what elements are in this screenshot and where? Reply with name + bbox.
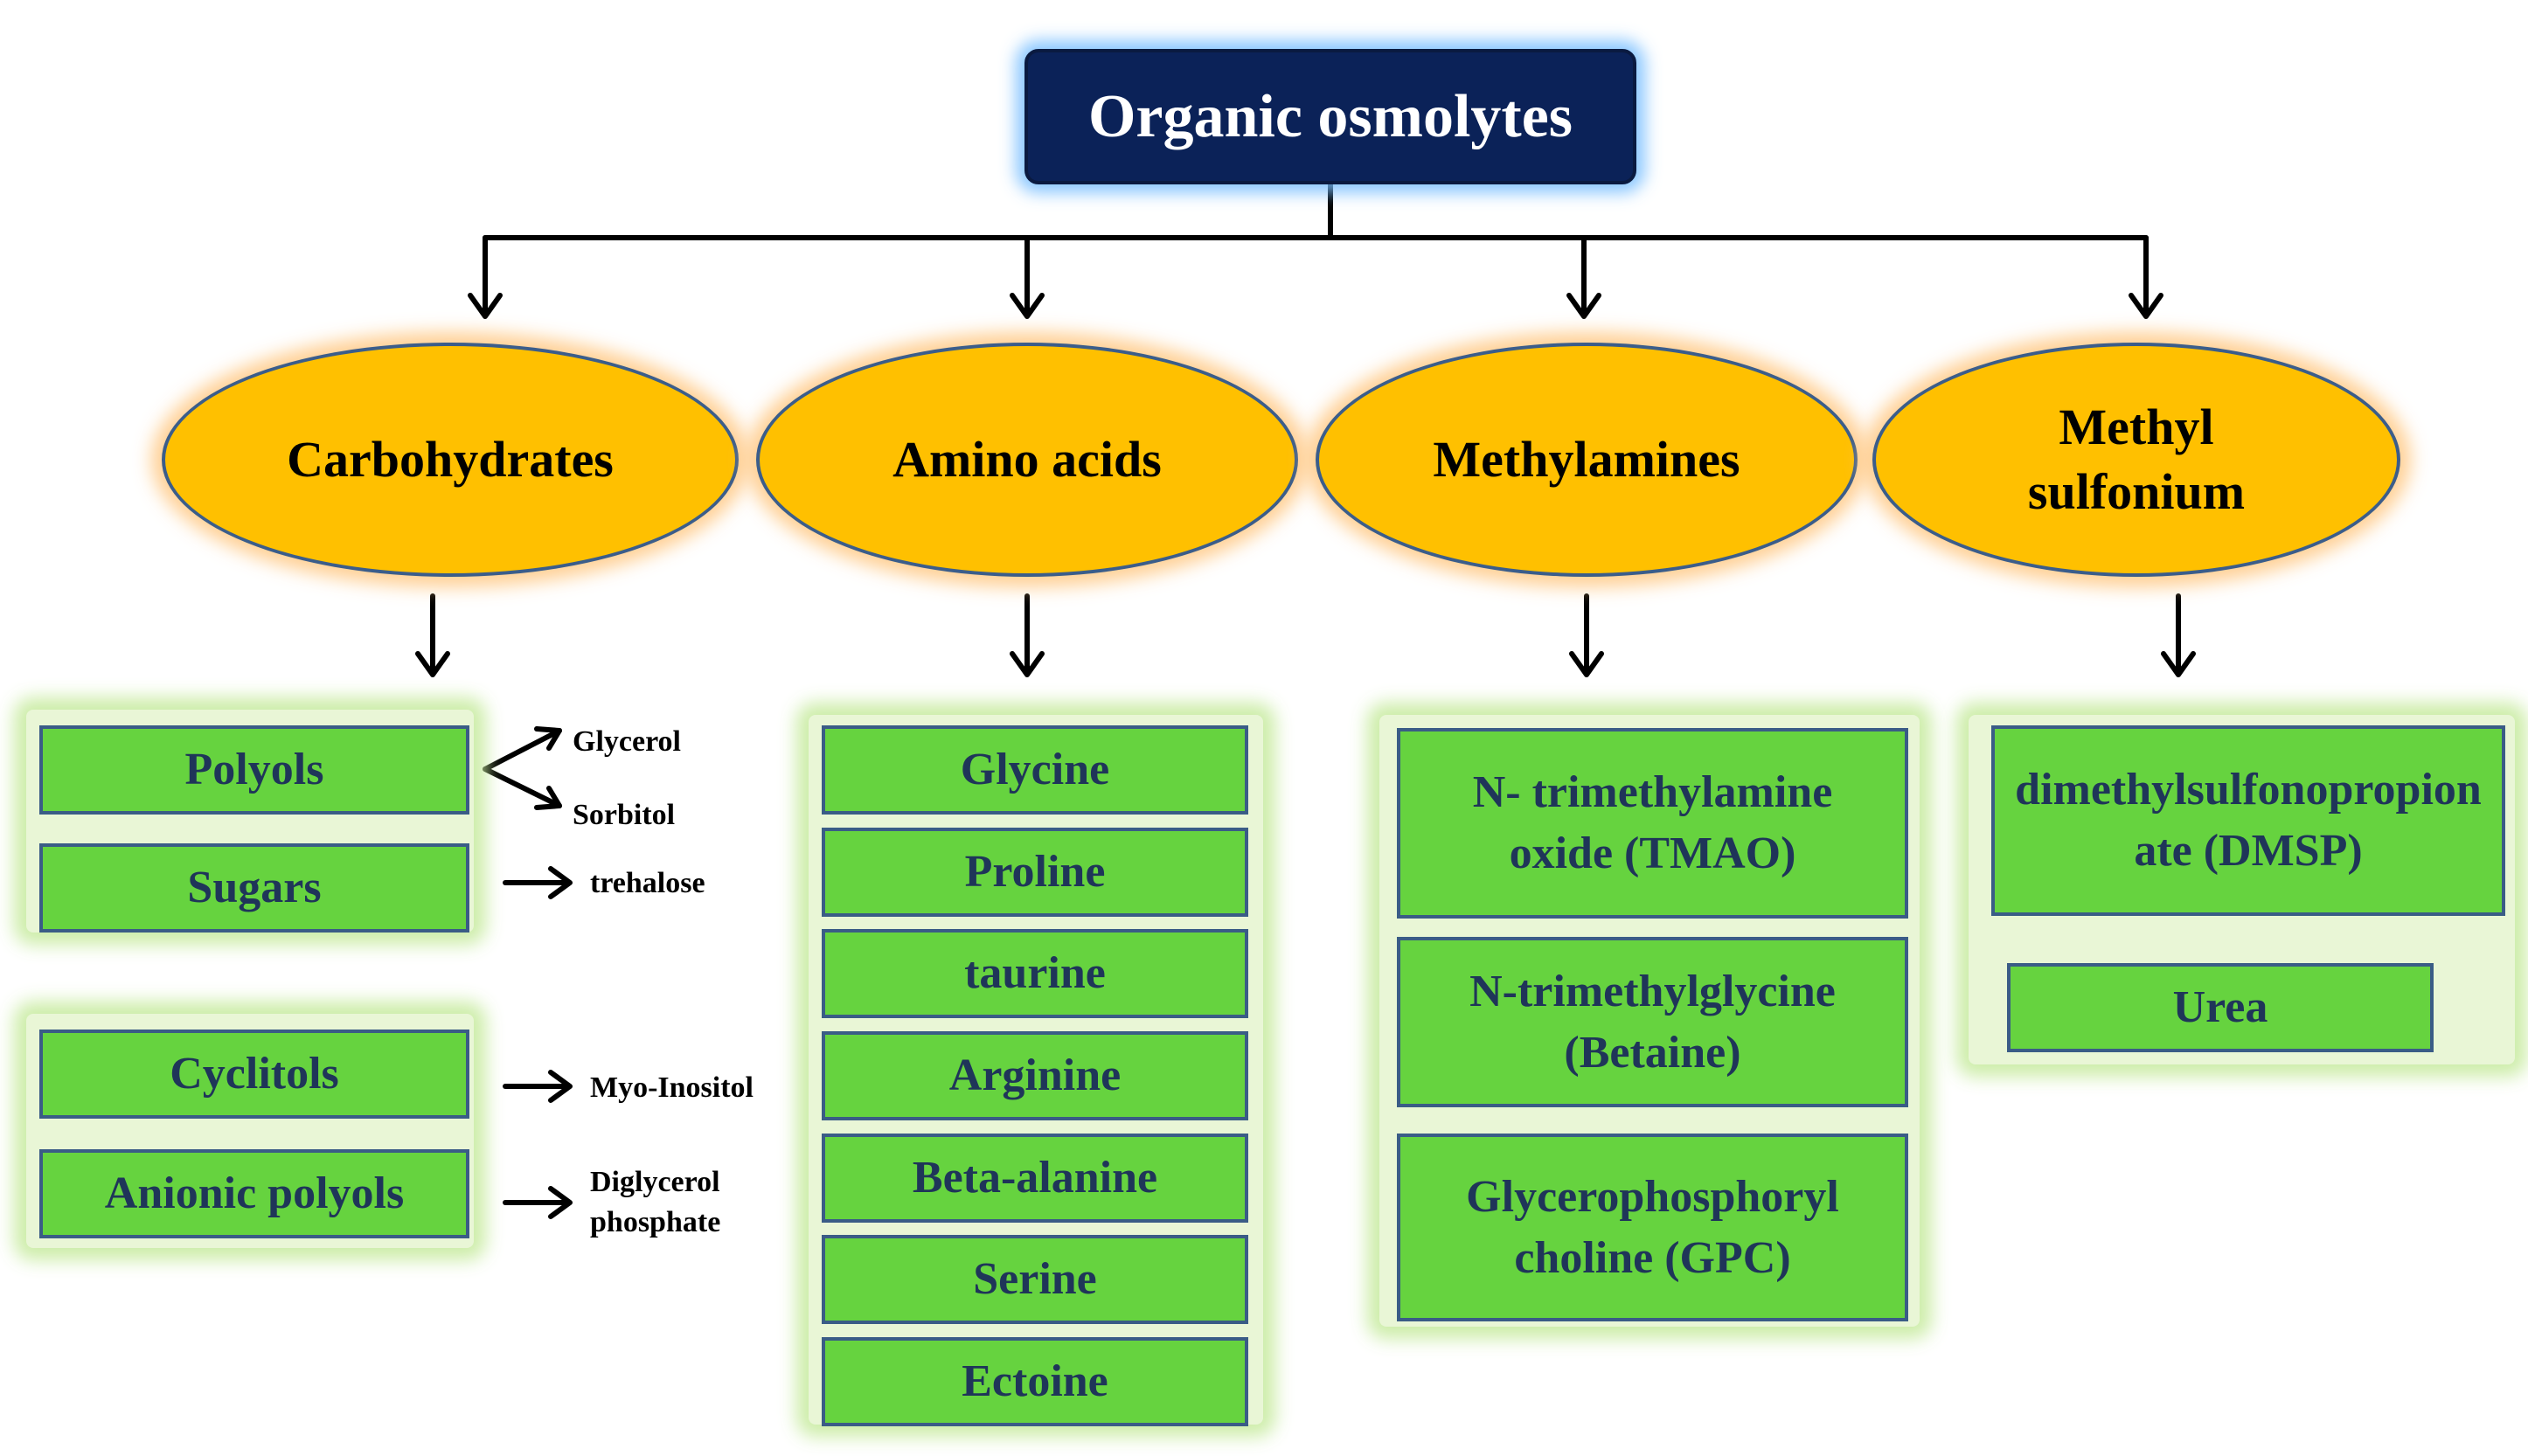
box-gpc: Glycerophosphoryl choline (GPC) bbox=[1397, 1134, 1908, 1321]
arrow-polyols-glycerol bbox=[483, 728, 562, 772]
box-urea-label: Urea bbox=[2172, 982, 2268, 1032]
box-tmao-label: N- trimethylamine oxide (TMAO) bbox=[1472, 767, 1833, 878]
amino-label-ectoine: Ectoine bbox=[962, 1356, 1108, 1406]
category-methyl-sulfonium-label: Methyl sulfonium bbox=[2027, 399, 2246, 520]
title-box: Organic osmolytes bbox=[1024, 49, 1636, 184]
arrowhead-diglycerol bbox=[548, 1186, 573, 1219]
category-methylamines: Methylamines bbox=[1316, 343, 1858, 577]
diagram-title: Organic osmolytes bbox=[1087, 82, 1573, 150]
arrowhead-glycerol bbox=[534, 726, 562, 751]
category-carbohydrates: Carbohydrates bbox=[162, 343, 739, 577]
box-amino-0: Glycine bbox=[822, 725, 1248, 815]
category-amino-acids: Amino acids bbox=[756, 343, 1298, 577]
box-polyols: Polyols bbox=[39, 725, 469, 815]
amino-label-arginine: Arginine bbox=[948, 1050, 1122, 1100]
box-amino-1: Proline bbox=[822, 828, 1248, 917]
arrow-polyols-sorbitol bbox=[483, 766, 562, 808]
example-diglycerol-phosphate: Diglycerol phosphate bbox=[590, 1166, 721, 1238]
example-glycerol: Glycerol bbox=[573, 725, 681, 758]
category-methylamines-label: Methylamines bbox=[1433, 431, 1740, 488]
category-carbohydrates-label: Carbohydrates bbox=[287, 431, 614, 488]
box-amino-4: Beta-alanine bbox=[822, 1134, 1248, 1223]
arrowhead-sulfonium-down bbox=[2161, 651, 2196, 677]
box-urea: Urea bbox=[2007, 963, 2434, 1052]
amino-label-proline: Proline bbox=[964, 847, 1106, 897]
arrowhead-sorbitol bbox=[534, 786, 562, 810]
box-sugars-label: Sugars bbox=[187, 863, 322, 912]
box-betaine: N-trimethylglycine (Betaine) bbox=[1397, 937, 1908, 1107]
box-amino-6: Ectoine bbox=[822, 1337, 1248, 1426]
box-amino-3: Arginine bbox=[822, 1031, 1248, 1120]
box-cyclitols-label: Cyclitols bbox=[170, 1049, 339, 1099]
arrowhead-methyl-sulfonium bbox=[2129, 293, 2163, 319]
amino-label-glycine: Glycine bbox=[960, 745, 1110, 794]
category-amino-acids-label: Amino acids bbox=[892, 431, 1162, 488]
box-betaine-label: N-trimethylglycine (Betaine) bbox=[1469, 966, 1836, 1078]
box-amino-5: Serine bbox=[822, 1235, 1248, 1324]
arrowhead-methylamines-down bbox=[1569, 651, 1604, 677]
box-cyclitols: Cyclitols bbox=[39, 1030, 469, 1119]
box-dmsp: dimethylsulfonopropionate (DMSP) bbox=[1991, 725, 2505, 916]
example-trehalose: trehalose bbox=[590, 867, 705, 899]
arrowhead-amino-down bbox=[1010, 651, 1045, 677]
box-sugars: Sugars bbox=[39, 843, 469, 933]
box-anionic-polyols: Anionic polyols bbox=[39, 1149, 469, 1238]
example-sorbitol: Sorbitol bbox=[573, 799, 676, 831]
arrowhead-carbohydrates bbox=[468, 293, 503, 319]
example-myo-inositol: Myo-Inositol bbox=[590, 1071, 754, 1104]
amino-label-beta-alanine: Beta-alanine bbox=[912, 1153, 1158, 1203]
box-polyols-label: Polyols bbox=[184, 745, 324, 794]
arrowhead-methylamines bbox=[1566, 293, 1601, 319]
arrowhead-amino-acids bbox=[1010, 293, 1045, 319]
box-dmsp-label: dimethylsulfonopropionate (DMSP) bbox=[2015, 765, 2482, 876]
box-anionic-polyols-label: Anionic polyols bbox=[104, 1168, 405, 1218]
box-tmao: N- trimethylamine oxide (TMAO) bbox=[1397, 728, 1908, 919]
category-methyl-sulfonium: Methyl sulfonium bbox=[1872, 343, 2400, 577]
box-gpc-label: Glycerophosphoryl choline (GPC) bbox=[1466, 1171, 1839, 1283]
arrowhead-myoinositol bbox=[548, 1070, 573, 1103]
arrowhead-carb-down bbox=[415, 651, 450, 677]
arrowhead-trehalose bbox=[548, 866, 573, 899]
amino-label-taurine: taurine bbox=[964, 948, 1106, 998]
amino-label-serine: Serine bbox=[973, 1254, 1097, 1304]
box-amino-2: taurine bbox=[822, 929, 1248, 1018]
